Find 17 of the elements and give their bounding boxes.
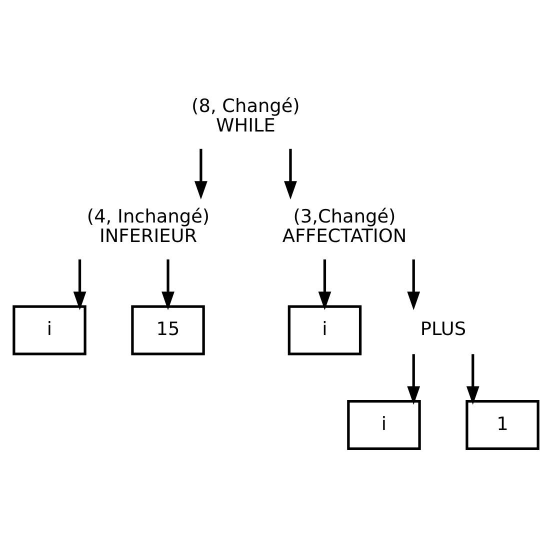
arrow [162,258,174,310]
node-box: i [12,304,86,355]
node-text: (8, Changé) WHILE [192,95,300,136]
arrow [407,354,420,404]
node-box: i [347,400,421,450]
arrow [466,354,480,404]
node-box: 15 [131,304,205,355]
arrow [194,148,208,200]
arrow [73,258,86,310]
arrow [407,258,420,310]
node-box: i [288,304,362,355]
node-text: (4, Inchangé) INFERIEUR [86,206,210,247]
node-box: 1 [466,400,540,450]
arrow [284,148,297,200]
arrow [318,258,332,310]
node-text: (3,Changé) AFFECTATION [282,206,407,247]
node-text: PLUS [420,318,466,340]
